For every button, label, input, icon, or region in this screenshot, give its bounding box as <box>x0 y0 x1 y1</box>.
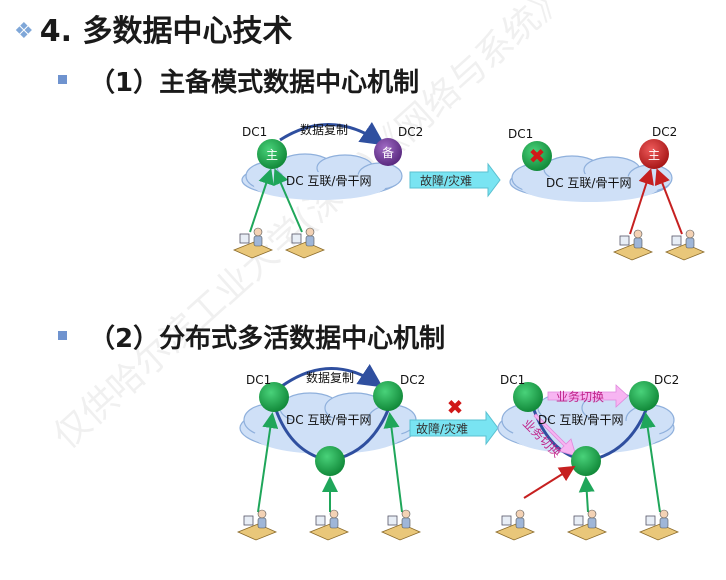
user-access-arrow <box>523 465 576 499</box>
section2-title: （2）分布式多活数据中心机制 <box>58 318 445 355</box>
page-heading-text: 4. 多数据中心技术 <box>39 14 293 49</box>
replication-arrow <box>281 364 383 388</box>
standby-node-label: 备 <box>382 146 394 160</box>
primary-node-label: 主 <box>266 148 278 162</box>
active-node <box>629 381 659 411</box>
user-workstation-icon <box>380 509 422 541</box>
user-access-arrow <box>654 168 683 235</box>
s1-after-diagram: ✖ <box>509 139 706 261</box>
user-access-arrow <box>273 168 303 233</box>
dc2-label: DC2 <box>652 125 677 139</box>
square-bullet-icon <box>58 75 67 84</box>
s1-before-diagram <box>232 121 403 259</box>
failed-node <box>513 382 543 412</box>
transition-arrow <box>409 410 499 446</box>
user-access-arrow <box>578 476 595 513</box>
transition-label: 故障/灾难 <box>416 421 468 436</box>
section2-title-text: （2）分布式多活数据中心机制 <box>89 324 446 354</box>
diamond-bullet-icon: ❖ <box>14 19 34 44</box>
transition-arrow <box>409 162 501 198</box>
dc2-label: DC2 <box>400 373 425 387</box>
new-primary-node <box>639 139 669 169</box>
user-workstation-icon <box>494 509 536 541</box>
active-node <box>571 446 601 476</box>
user-workstation-icon <box>236 509 278 541</box>
user-access-arrow <box>383 412 403 513</box>
dc1-label: DC1 <box>508 127 533 141</box>
network-label: DC 互联/骨干网 <box>546 176 631 190</box>
network-label: DC 互联/骨干网 <box>538 413 623 427</box>
user-workstation-icon <box>232 227 274 259</box>
dc1-label: DC1 <box>500 373 525 387</box>
standby-node <box>374 138 402 166</box>
switch-arrow <box>533 413 577 457</box>
s2-after-diagram <box>494 381 680 541</box>
dc1-label: DC1 <box>242 125 267 139</box>
user-access-arrow <box>249 168 274 233</box>
red-x-icon: ✖ <box>447 395 464 419</box>
section1-title: （1）主备模式数据中心机制 <box>58 62 419 99</box>
new-primary-node-label: 主 <box>648 148 660 162</box>
switch-arrow <box>547 384 629 408</box>
network-label: DC 互联/骨干网 <box>286 413 371 427</box>
failed-node <box>522 141 552 171</box>
user-workstation-icon <box>566 509 608 541</box>
dc2-label: DC2 <box>654 373 679 387</box>
replication-arrow <box>279 121 385 146</box>
active-node <box>259 382 289 412</box>
user-workstation-icon <box>664 229 706 261</box>
square-bullet-icon <box>58 331 67 340</box>
replication-label: 数据复制 <box>300 122 348 137</box>
user-workstation-icon <box>612 229 654 261</box>
dc2-label: DC2 <box>398 125 423 139</box>
user-workstation-icon <box>638 509 680 541</box>
network-label: DC 互联/骨干网 <box>286 174 371 188</box>
section1-title-text: （1）主备模式数据中心机制 <box>89 68 420 98</box>
dc1-label: DC1 <box>246 373 271 387</box>
user-workstation-icon <box>308 509 350 541</box>
mesh-link <box>274 409 321 460</box>
user-access-arrow <box>629 168 654 235</box>
transition-label: 故障/灾难 <box>420 173 472 188</box>
page-heading: ❖4. 多数据中心技术 <box>14 6 292 50</box>
replication-label: 数据复制 <box>306 370 354 385</box>
active-node <box>315 446 345 476</box>
user-access-arrow <box>257 412 279 513</box>
user-access-arrow <box>639 412 661 513</box>
red-x-icon: ✖ <box>529 144 546 168</box>
user-workstation-icon <box>284 227 326 259</box>
active-node <box>373 381 403 411</box>
switch-label: 业务切换 <box>556 389 604 404</box>
s2-before-diagram <box>236 364 422 541</box>
primary-node <box>257 139 287 169</box>
